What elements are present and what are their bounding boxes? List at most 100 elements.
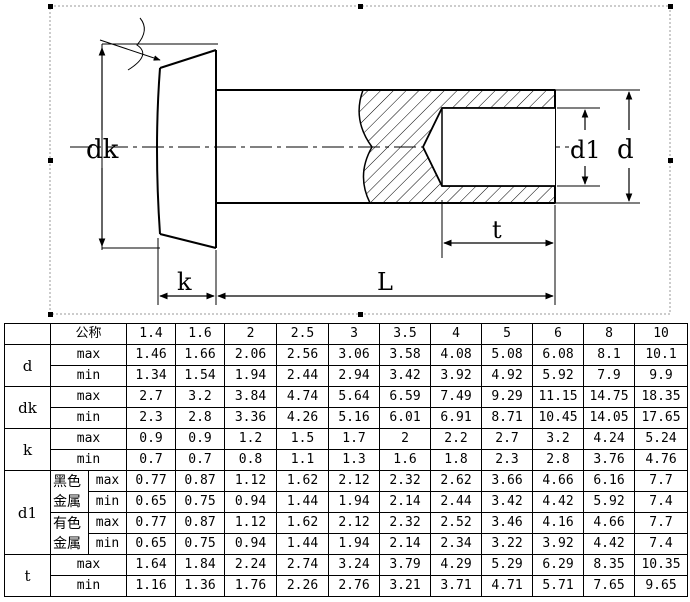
value-cell: 1.3 bbox=[328, 449, 381, 471]
value-cell: 1.44 bbox=[276, 491, 330, 513]
value-cell: 7.49 bbox=[430, 386, 483, 408]
value-cell: 6.29 bbox=[532, 554, 585, 576]
value-cell: 1.54 bbox=[175, 365, 226, 387]
value-cell: 9.65 bbox=[634, 575, 689, 597]
value-cell: 2.12 bbox=[328, 470, 381, 492]
value-cell: 7.4 bbox=[634, 533, 689, 555]
value-cell: 2 bbox=[379, 428, 432, 450]
value-cell: 1.1 bbox=[276, 449, 330, 471]
value-cell: 0.94 bbox=[224, 491, 278, 513]
value-cell: 14.05 bbox=[583, 407, 636, 429]
value-cell: 4.92 bbox=[481, 365, 534, 387]
size-header: 8 bbox=[583, 323, 636, 345]
table-row: t max 1.64 1.84 2.24 2.74 3.24 3.79 4.29… bbox=[4, 554, 689, 597]
value-cell: 11.15 bbox=[532, 386, 585, 408]
value-cell: 0.65 bbox=[126, 533, 177, 555]
label-d: d bbox=[617, 135, 634, 165]
value-cell: 4.76 bbox=[634, 449, 689, 471]
value-cell: 3.92 bbox=[532, 533, 585, 555]
row-sub-label: max bbox=[49, 428, 128, 450]
value-cell: 7.65 bbox=[583, 575, 636, 597]
dimension-lines bbox=[98, 47, 633, 300]
value-cell: 7.4 bbox=[634, 491, 689, 513]
value-cell: 10.45 bbox=[532, 407, 585, 429]
label-d1: d1 bbox=[570, 136, 601, 164]
value-cell: 1.94 bbox=[328, 533, 381, 555]
value-cell: 3.24 bbox=[328, 554, 381, 576]
table-row: d max 1.46 1.66 2.06 2.56 3.06 3.58 4.08… bbox=[4, 344, 689, 387]
value-cell: 5.92 bbox=[583, 491, 636, 513]
value-cell: 3.22 bbox=[481, 533, 534, 555]
value-cell: 8.71 bbox=[481, 407, 534, 429]
value-cell: 3.76 bbox=[583, 449, 636, 471]
value-cell: 3.71 bbox=[430, 575, 483, 597]
value-cell: 3.2 bbox=[532, 428, 585, 450]
resize-handle-tc[interactable] bbox=[358, 4, 363, 9]
value-cell: 2.62 bbox=[430, 470, 483, 492]
value-cell: 5.92 bbox=[532, 365, 585, 387]
value-cell: 0.77 bbox=[126, 470, 177, 492]
value-cell: 3.42 bbox=[379, 365, 432, 387]
table-row: k max 0.9 0.9 1.2 1.5 1.7 2 2.2 2.7 3.2 … bbox=[4, 428, 689, 471]
row-sub-label: min bbox=[49, 449, 128, 471]
table-row: min 2.3 2.8 3.36 4.26 5.16 6.01 6.91 8.7… bbox=[5, 407, 689, 429]
value-cell: 4.42 bbox=[583, 533, 636, 555]
label-t: t bbox=[492, 216, 502, 244]
resize-handle-mr[interactable] bbox=[668, 158, 673, 163]
value-cell: 0.75 bbox=[175, 533, 226, 555]
size-header: 6 bbox=[532, 323, 585, 345]
value-cell: 4.42 bbox=[532, 491, 585, 513]
value-cell: 10.1 bbox=[634, 344, 689, 366]
value-cell: 2.26 bbox=[276, 575, 330, 597]
value-cell: 1.84 bbox=[175, 554, 226, 576]
resize-handle-tl[interactable] bbox=[48, 4, 53, 9]
value-cell: 2.24 bbox=[224, 554, 278, 576]
value-cell: 1.62 bbox=[276, 512, 330, 534]
table-row: dk max 2.7 3.2 3.84 4.74 5.64 6.59 7.49 … bbox=[4, 386, 689, 429]
value-cell: 0.75 bbox=[175, 491, 226, 513]
value-cell: 2.7 bbox=[481, 428, 534, 450]
row-sub-label: max bbox=[87, 512, 128, 534]
value-cell: 2.8 bbox=[175, 407, 226, 429]
resize-handle-ml[interactable] bbox=[48, 158, 53, 163]
label-L: L bbox=[377, 268, 393, 296]
row-sub-label: max bbox=[49, 554, 128, 576]
value-cell: 1.64 bbox=[126, 554, 177, 576]
resize-handle-bc[interactable] bbox=[358, 312, 363, 317]
value-cell: 6.01 bbox=[379, 407, 432, 429]
resize-handle-bl[interactable] bbox=[48, 312, 53, 317]
angle-indicator bbox=[99, 17, 161, 71]
value-cell: 1.7 bbox=[328, 428, 381, 450]
value-cell: 4.24 bbox=[583, 428, 636, 450]
size-header: 1.6 bbox=[175, 323, 226, 345]
value-cell: 3.46 bbox=[481, 512, 534, 534]
value-cell: 4.71 bbox=[481, 575, 534, 597]
table-row: min 0.7 0.7 0.8 1.1 1.3 1.6 1.8 2.3 2.8 … bbox=[5, 449, 689, 471]
size-header: 3 bbox=[328, 323, 381, 345]
value-cell: 2.12 bbox=[328, 512, 381, 534]
value-cell: 1.66 bbox=[175, 344, 226, 366]
value-cell: 3.36 bbox=[224, 407, 278, 429]
nominal-label: 公称 bbox=[49, 323, 128, 345]
value-cell: 2.44 bbox=[430, 491, 483, 513]
value-cell: 1.94 bbox=[328, 491, 381, 513]
value-cell: 9.9 bbox=[634, 365, 689, 387]
value-cell: 3.92 bbox=[430, 365, 483, 387]
table-row: 有色金属 max 0.77 0.87 1.12 1.62 2.12 2.32 2… bbox=[5, 512, 689, 555]
size-header: 3.5 bbox=[379, 323, 432, 345]
value-cell: 10.35 bbox=[634, 554, 689, 576]
value-cell: 5.24 bbox=[634, 428, 689, 450]
value-cell: 4.29 bbox=[430, 554, 483, 576]
value-cell: 2.76 bbox=[328, 575, 381, 597]
value-cell: 0.94 bbox=[224, 533, 278, 555]
value-cell: 0.65 bbox=[126, 491, 177, 513]
value-cell: 4.08 bbox=[430, 344, 483, 366]
value-cell: 0.7 bbox=[175, 449, 226, 471]
table-row: d1 黑色金属 max 0.77 0.87 1.12 1.62 2.12 2.3… bbox=[4, 470, 689, 555]
value-cell: 1.76 bbox=[224, 575, 278, 597]
value-cell: 1.12 bbox=[224, 512, 278, 534]
value-cell: 6.08 bbox=[532, 344, 585, 366]
value-cell: 3.21 bbox=[379, 575, 432, 597]
resize-handle-tr[interactable] bbox=[668, 4, 673, 9]
value-cell: 2.8 bbox=[532, 449, 585, 471]
